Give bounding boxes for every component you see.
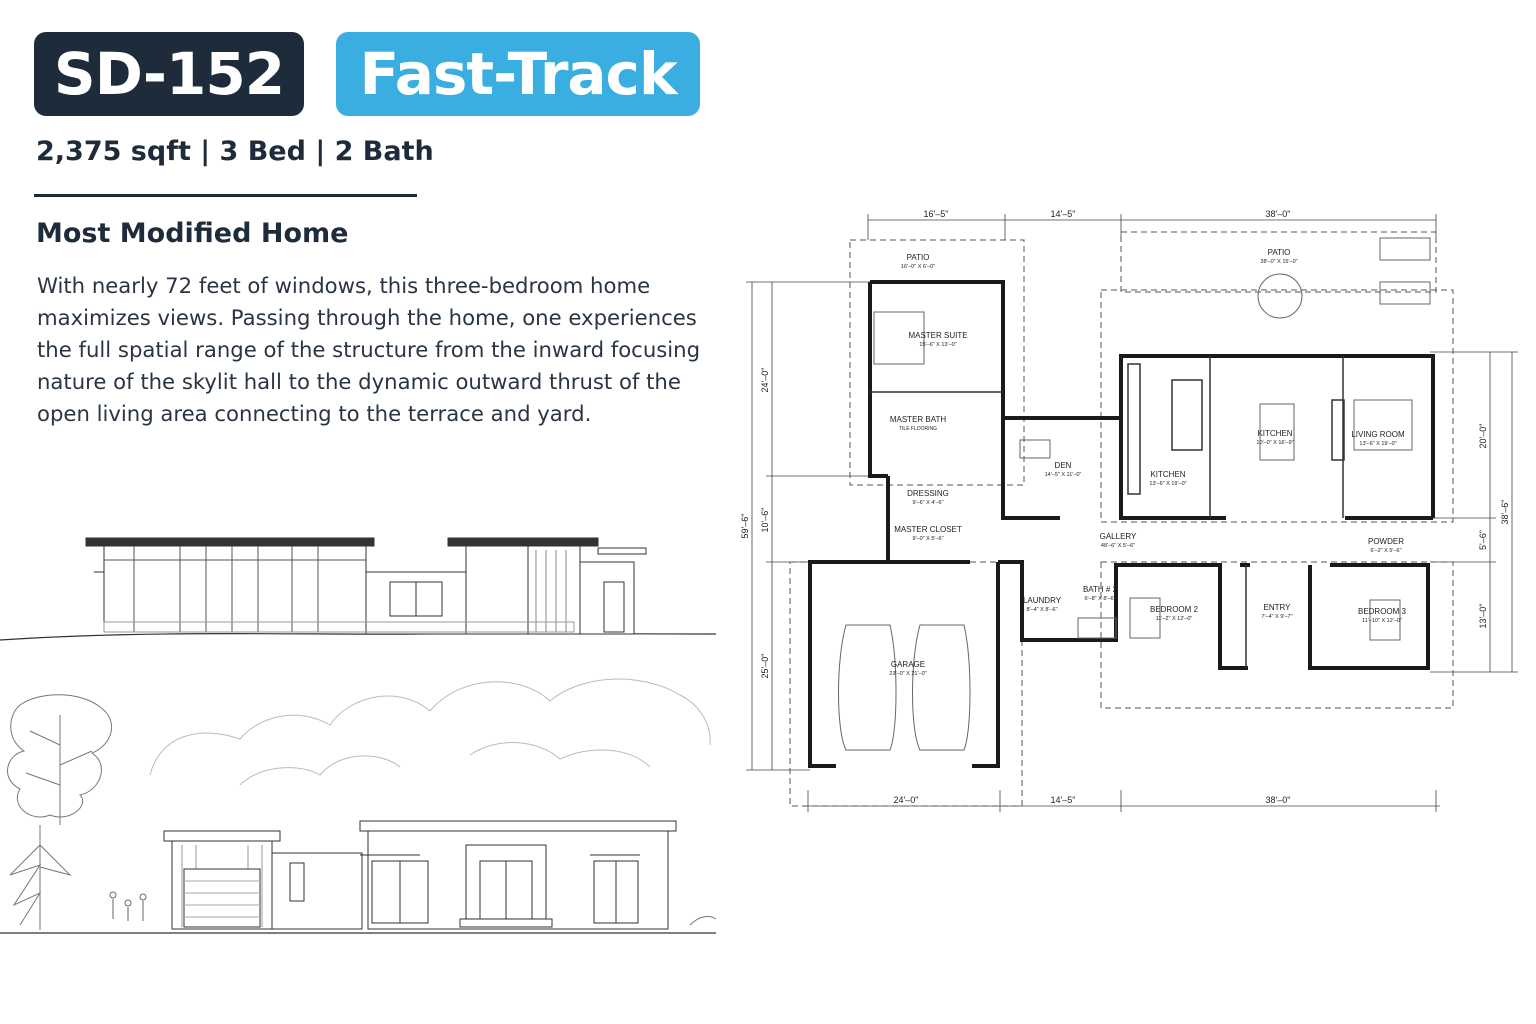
room-dressing-size: 9'–6" X 4'–6" xyxy=(912,500,943,506)
room-garage-name: GARAGE xyxy=(891,660,925,669)
dim-right-2: 5'–6" xyxy=(1478,530,1488,550)
dim-bottom-1: 24'–0" xyxy=(894,795,919,805)
room-closet-name: MASTER CLOSET xyxy=(894,525,962,534)
dim-top-3: 38'–0" xyxy=(1266,209,1291,219)
model-id-badge: SD-152 xyxy=(34,32,304,116)
front-elevation-drawing xyxy=(0,820,717,934)
room-patio-1-size: 16'–0" X 6'–0" xyxy=(901,264,935,270)
room-powder-size: 6'–2" X 5'–6" xyxy=(1370,548,1401,554)
dim-left-1: 24'–0" xyxy=(760,368,770,393)
divider xyxy=(34,194,417,197)
dim-left-total: 59'–6" xyxy=(740,514,750,539)
rear-elevation-drawing xyxy=(0,537,717,641)
room-master-suite-name: MASTER SUITE xyxy=(908,331,967,340)
dim-top-1: 16'–5" xyxy=(924,209,949,219)
room-entry-size: 7'–4" X 9'–7" xyxy=(1261,614,1292,620)
room-kitchen-a-name: KITCHEN xyxy=(1257,429,1292,438)
room-master-bath-name: MASTER BATH xyxy=(890,415,947,424)
room-powder-name: POWDER xyxy=(1368,537,1404,546)
dim-right-3: 13'–0" xyxy=(1478,604,1488,629)
room-bed2-name: BEDROOM 2 xyxy=(1150,605,1199,614)
dim-right-total: 38'–6" xyxy=(1500,500,1510,525)
room-bed3-name: BEDROOM 3 xyxy=(1358,607,1407,616)
dim-bottom-2: 14'–5" xyxy=(1051,795,1076,805)
room-gallery-name: GALLERY xyxy=(1100,532,1137,541)
home-specs: 2,375 sqft | 3 Bed | 2 Bath xyxy=(36,136,434,167)
room-gallery-size: 48'–6" X 5'–6" xyxy=(1101,543,1135,549)
room-dressing-name: DRESSING xyxy=(907,489,949,498)
room-closet-size: 9'–0" X 5'–6" xyxy=(912,536,943,542)
landscape-trees-sketch xyxy=(7,678,711,825)
room-living-name: LIVING ROOM xyxy=(1351,430,1405,439)
dim-left-3: 25'–0" xyxy=(760,654,770,679)
room-bath2-size: 6'–8" X 8'–6" xyxy=(1084,596,1115,602)
room-den-size: 14'–5" X 11'–0" xyxy=(1045,472,1082,478)
dim-right-1: 20'–0" xyxy=(1478,424,1488,449)
section-title: Most Modified Home xyxy=(36,218,349,249)
room-master-bath-size: TILE FLOORING xyxy=(899,426,937,432)
room-den-name: DEN xyxy=(1055,461,1072,470)
room-garage-size: 23'–0" X 21'–0" xyxy=(889,671,926,677)
room-master-suite-size: 15'–6" X 13'–0" xyxy=(919,342,956,348)
room-kitchen-b-size: 13'–6" X 19'–0" xyxy=(1149,481,1186,487)
room-patio-2-size: 38'–0" X 15'–0" xyxy=(1260,259,1297,265)
room-kitchen-a-size: 10'–0" X 16'–9" xyxy=(1256,440,1293,446)
room-patio-2-name: PATIO xyxy=(1268,248,1291,257)
room-bath2-name: BATH # 2 xyxy=(1083,585,1118,594)
dim-top-2: 14'–5" xyxy=(1051,209,1076,219)
program-badge: Fast-Track xyxy=(336,32,700,116)
room-living-size: 13'–6" X 19'–0" xyxy=(1359,441,1396,447)
room-patio-1-name: PATIO xyxy=(907,253,930,262)
dim-left-2: 10'–6" xyxy=(760,508,770,533)
floor-plan-drawing: 16'–5" 14'–5" 38'–0" 24'–0" 14'–5" 38'–0… xyxy=(740,209,1518,812)
section-description: With nearly 72 feet of windows, this thr… xyxy=(37,273,701,426)
room-bed2-size: 11'–2" X 12'–0" xyxy=(1156,616,1193,622)
room-laundry-name: LAUNDRY xyxy=(1023,596,1062,605)
room-laundry-size: 8'–4" X 8'–6" xyxy=(1026,607,1057,613)
room-bed3-size: 11'–10" X 12'–0" xyxy=(1362,618,1402,624)
room-entry-name: ENTRY xyxy=(1264,603,1292,612)
dim-bottom-3: 38'–0" xyxy=(1266,795,1291,805)
room-kitchen-b-name: KITCHEN xyxy=(1150,470,1185,479)
